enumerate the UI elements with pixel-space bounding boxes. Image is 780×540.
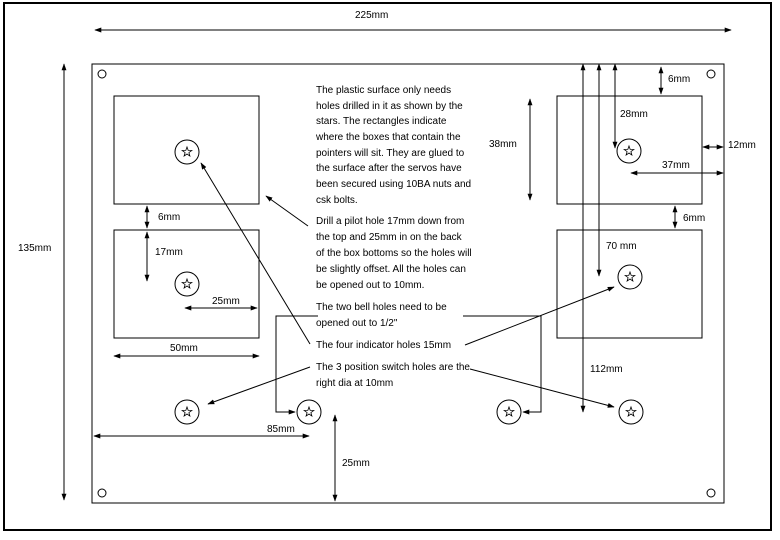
label-25-bottom: 25mm: [342, 458, 370, 469]
note-line: been secured using 10BA nuts and: [316, 179, 471, 190]
note-line: right dia at 10mm: [316, 378, 393, 389]
leader-to-bottom-left-star: [207, 366, 311, 405]
note-indicator-holes: The four indicator holes 15mm: [316, 340, 451, 351]
label-6-left: 6mm: [158, 212, 180, 223]
note-line: pointers will sit. They are glued to: [316, 148, 465, 159]
corner-hole-icon: [97, 488, 107, 498]
star-icon: [296, 399, 322, 425]
label-85: 85mm: [267, 424, 295, 435]
note-line: stars. The rectangles indicate: [316, 116, 447, 127]
label-28: 28mm: [620, 109, 648, 120]
star-icon: [174, 399, 200, 425]
note-line: holes drilled in it as shown by the: [316, 101, 463, 112]
drawing-frame: [3, 2, 772, 531]
star-icon: [496, 399, 522, 425]
label-6-top-right: 6mm: [668, 74, 690, 85]
corner-hole-icon: [97, 69, 107, 79]
star-icon: [174, 271, 200, 297]
star-icon: [617, 264, 643, 290]
label-12: 12mm: [728, 140, 756, 151]
note-line: The plastic surface only needs: [316, 85, 451, 96]
label-37: 37mm: [662, 160, 690, 171]
star-icon: [174, 139, 200, 165]
leader-pilot-hole: [265, 195, 309, 227]
label-70: 70 mm: [606, 241, 637, 252]
leader-to-bottom-right-star: [469, 368, 615, 408]
note-line: where the boxes that contain the: [315, 132, 461, 143]
note-line: the surface after the servos have: [316, 163, 462, 174]
bracket-bell-right: [463, 315, 542, 415]
label-6-right: 6mm: [683, 213, 705, 224]
note-line: csk bolts.: [316, 195, 358, 206]
label-50: 50mm: [170, 343, 198, 354]
note-line: be slightly offset. All the holes can: [316, 264, 466, 275]
corner-hole-icon: [706, 69, 716, 79]
note-line: the top and 25mm in on the back: [316, 232, 463, 243]
label-225: 225mm: [355, 10, 388, 21]
note-line: of the box bottoms so the holes will: [316, 248, 472, 259]
star-icon: [618, 399, 644, 425]
note-line: be opened out to 10mm.: [316, 280, 424, 291]
label-17: 17mm: [155, 247, 183, 258]
note-switch-holes: The 3 position switch holes are the righ…: [316, 362, 470, 389]
note-line: Drill a pilot hole 17mm down from: [316, 216, 464, 227]
note-line: The 3 position switch holes are the: [316, 362, 470, 373]
note-pilot-hole: Drill a pilot hole 17mm down from the to…: [316, 216, 472, 291]
leader-to-top-left-star: [200, 162, 311, 345]
note-bell-holes: The two bell holes need to be opened out…: [316, 302, 447, 329]
label-112: 112mm: [590, 364, 623, 375]
bracket-bell-left: [275, 315, 318, 415]
label-38: 38mm: [489, 139, 517, 150]
note-line: The two bell holes need to be: [316, 302, 447, 313]
label-135: 135mm: [18, 243, 51, 254]
note-line: opened out to 1/2": [316, 318, 398, 329]
label-25-box: 25mm: [212, 296, 240, 307]
star-icon: [616, 138, 642, 164]
note-plastic-surface: The plastic surface only needs holes dri…: [315, 85, 471, 206]
corner-hole-icon: [706, 488, 716, 498]
